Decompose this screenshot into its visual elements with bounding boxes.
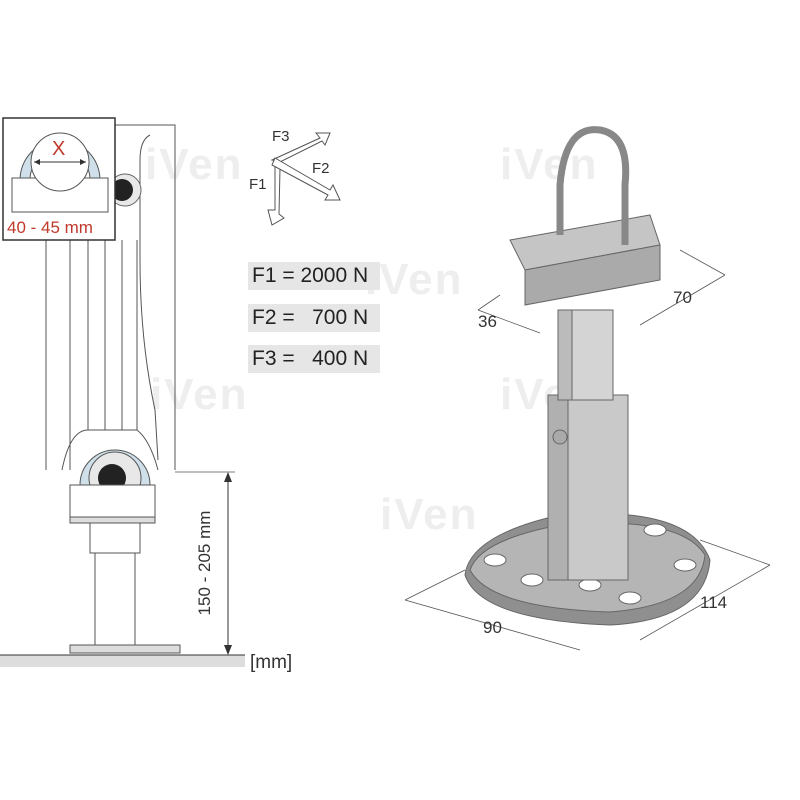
u-bolt — [556, 126, 630, 245]
radiator — [45, 124, 176, 471]
unit-label: [mm] — [250, 652, 293, 673]
dimension-114: 114 — [700, 593, 728, 612]
base-plate — [69, 644, 181, 654]
dimension-90: 90 — [483, 618, 502, 637]
support-assembly — [464, 126, 711, 626]
inset-x-label: X — [52, 138, 66, 160]
bracket — [69, 484, 156, 518]
f2-arrow-icon — [271, 157, 341, 201]
dimension-lines — [404, 249, 771, 651]
f3-arrow-icon — [270, 132, 331, 163]
f1-arrow-icon — [267, 164, 285, 226]
force-value-f3: F3 = 400 N — [248, 345, 380, 373]
watermark: iVen — [380, 490, 479, 539]
column-upper — [89, 522, 141, 554]
watermark: iVen — [145, 140, 244, 189]
watermark: iVen — [150, 370, 249, 419]
adjust-screw — [552, 429, 568, 445]
f1-label: F1 — [249, 176, 267, 193]
f3-label: F3 — [272, 128, 290, 145]
watermark: iVen — [500, 140, 599, 189]
watermark: iVen — [365, 255, 464, 304]
force-value-f1: F1 = 2000 N — [248, 262, 380, 290]
dimension-70: 70 — [673, 288, 692, 307]
force-arrows — [267, 132, 341, 226]
floor — [0, 655, 245, 667]
column-lower — [94, 552, 136, 649]
height-dimension-label: 150 - 205 mm — [195, 510, 214, 616]
f2-label: F2 — [312, 160, 330, 177]
force-value-f2: F2 = 700 N — [248, 304, 380, 332]
inset-range-label: 40 - 45 mm — [7, 218, 93, 237]
dimension-36: 36 — [478, 312, 497, 331]
